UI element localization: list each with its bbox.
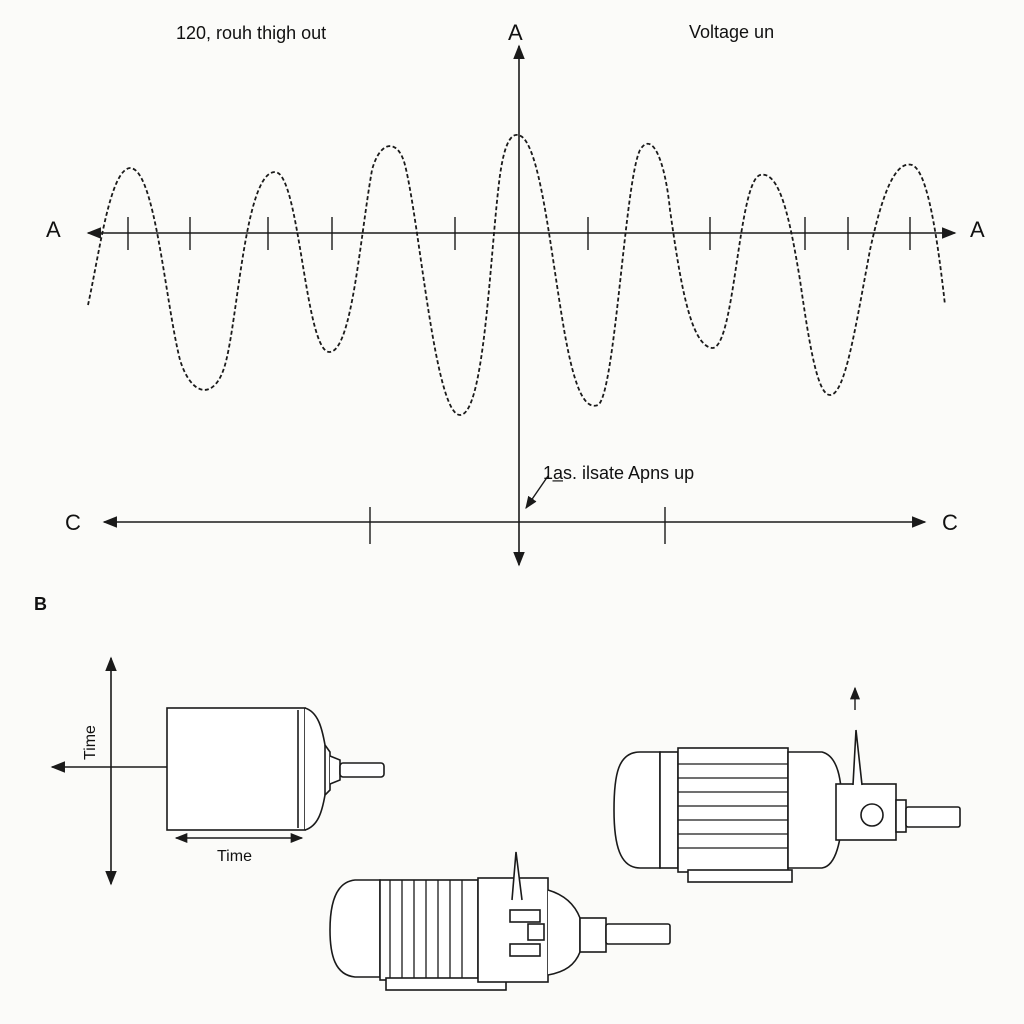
axis-c-right-label: C: [942, 510, 958, 535]
axis-a-left-label: A: [46, 217, 61, 242]
voltage-waveform: [87, 134, 946, 416]
axis-a-right-label: A: [970, 217, 985, 242]
top-right-note: Voltage un: [689, 22, 775, 42]
electric-motor-right: [613, 729, 961, 883]
top-left-note: 120, rouh thigh out: [176, 23, 327, 43]
electric-motor-bottom: [329, 851, 671, 991]
vertical-axis-top-label: A: [508, 20, 523, 45]
axis-c-left-label: C: [65, 510, 81, 535]
axis-a-ticks: [127, 217, 911, 250]
axis-c-ticks: [369, 507, 666, 544]
pointer-arrow: [525, 475, 549, 510]
vertical-time-label: Time: [82, 725, 99, 760]
panel-b-label: B: [34, 594, 47, 614]
pointer-note: 1a̲s. ilsate Apns up: [543, 463, 695, 483]
horizontal-time-label: Time: [217, 848, 252, 865]
cylinder-motor-drawing: [166, 707, 385, 831]
